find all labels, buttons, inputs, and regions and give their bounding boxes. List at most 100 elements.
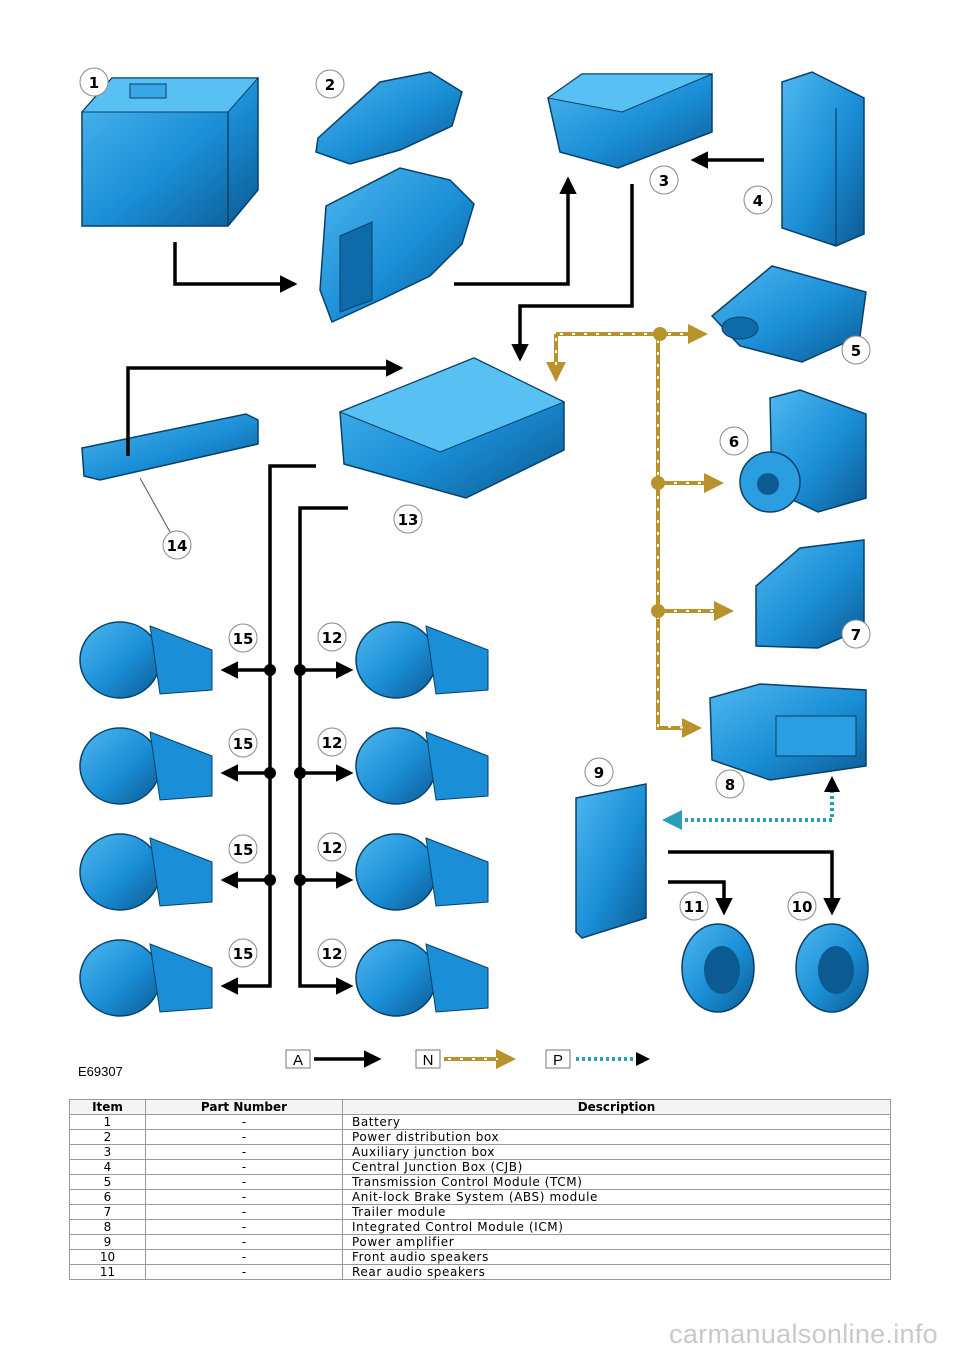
parking-aid-module-component bbox=[338, 357, 566, 499]
cell-description: Integrated Control Module (ICM) bbox=[342, 1219, 891, 1235]
callout-4: 4 bbox=[743, 185, 773, 215]
integrated-control-module-component bbox=[709, 683, 867, 781]
cell-part-number: - bbox=[145, 1114, 343, 1130]
callout-12a: 12 bbox=[317, 622, 347, 652]
cell-description: Auxiliary junction box bbox=[342, 1144, 891, 1160]
circuit-lines-n bbox=[546, 324, 734, 738]
svg-text:15: 15 bbox=[233, 841, 254, 859]
table-row: 9-Power amplifier bbox=[69, 1234, 891, 1250]
cell-part-number: - bbox=[145, 1204, 343, 1220]
svg-text:11: 11 bbox=[684, 898, 705, 916]
table-header-row: Item Part Number Description bbox=[69, 1099, 891, 1115]
cell-item: 2 bbox=[69, 1129, 146, 1145]
central-junction-box-component bbox=[781, 71, 865, 247]
cell-description: Transmission Control Module (TCM) bbox=[342, 1174, 891, 1190]
circuit-lines-a bbox=[126, 151, 841, 995]
svg-text:12: 12 bbox=[322, 734, 343, 752]
cell-item: 5 bbox=[69, 1174, 146, 1190]
header-description: Description bbox=[342, 1099, 891, 1115]
cell-description: Anit-lock Brake System (ABS) module bbox=[342, 1189, 891, 1205]
cell-item: 10 bbox=[69, 1249, 146, 1265]
leader-line-14 bbox=[139, 477, 171, 533]
cell-part-number: - bbox=[145, 1219, 343, 1235]
power-amplifier-component bbox=[575, 783, 647, 939]
callout-15d: 15 bbox=[228, 938, 258, 968]
legend-a: A bbox=[285, 1049, 382, 1069]
cell-description: Rear audio speakers bbox=[342, 1264, 891, 1280]
table-row: 1-Battery bbox=[69, 1114, 891, 1130]
callout-15c: 15 bbox=[228, 834, 258, 864]
cell-item: 7 bbox=[69, 1204, 146, 1220]
svg-text:8: 8 bbox=[725, 776, 735, 794]
watermark[interactable]: carmanualsonline.info bbox=[669, 1319, 938, 1349]
callout-11: 11 bbox=[679, 891, 709, 921]
svg-text:12: 12 bbox=[322, 839, 343, 857]
cell-item: 1 bbox=[69, 1114, 146, 1130]
cell-item: 4 bbox=[69, 1159, 146, 1175]
svg-text:1: 1 bbox=[89, 74, 99, 92]
callout-12c: 12 bbox=[317, 832, 347, 862]
header-item: Item bbox=[69, 1099, 146, 1115]
callout-8: 8 bbox=[715, 769, 745, 799]
abs-module-component bbox=[739, 389, 867, 513]
svg-text:N: N bbox=[423, 1052, 434, 1069]
callout-3: 3 bbox=[649, 165, 679, 195]
legend-p: P bbox=[545, 1049, 650, 1069]
svg-text:6: 6 bbox=[729, 433, 739, 451]
battery-component bbox=[80, 77, 260, 227]
table-row: 11-Rear audio speakers bbox=[69, 1264, 891, 1280]
rear-audio-speaker-component bbox=[681, 923, 755, 1013]
cell-part-number: - bbox=[145, 1234, 343, 1250]
cell-item: 9 bbox=[69, 1234, 146, 1250]
cell-item: 8 bbox=[69, 1219, 146, 1235]
cell-description: Power amplifier bbox=[342, 1234, 891, 1250]
svg-text:3: 3 bbox=[659, 172, 669, 190]
transmission-control-module-component bbox=[710, 265, 867, 363]
table-row: 7-Trailer module bbox=[69, 1204, 891, 1220]
table-row: 10-Front audio speakers bbox=[69, 1249, 891, 1265]
callout-10: 10 bbox=[787, 891, 817, 921]
cell-description: Trailer module bbox=[342, 1204, 891, 1220]
cell-item: 3 bbox=[69, 1144, 146, 1160]
table-row: 5-Transmission Control Module (TCM) bbox=[69, 1174, 891, 1190]
circuit-lines-n-dashes bbox=[555, 333, 716, 729]
power-distribution-box-component bbox=[315, 71, 475, 324]
parking-aid-sounder-component bbox=[81, 413, 259, 481]
svg-text:15: 15 bbox=[233, 945, 254, 963]
svg-text:P: P bbox=[553, 1052, 563, 1069]
legend-n: N bbox=[415, 1049, 516, 1069]
svg-text:14: 14 bbox=[167, 537, 188, 555]
junction-dots bbox=[264, 664, 306, 886]
svg-text:13: 13 bbox=[398, 511, 419, 529]
svg-text:9: 9 bbox=[594, 764, 604, 782]
svg-text:12: 12 bbox=[322, 945, 343, 963]
callout-2: 2 bbox=[315, 69, 345, 99]
parts-table: Item Part Number Description 1-Battery 2… bbox=[69, 1099, 891, 1280]
header-part-number: Part Number bbox=[145, 1099, 343, 1115]
auxiliary-junction-box-component bbox=[546, 73, 713, 169]
callout-14: 14 bbox=[162, 530, 192, 560]
callout-7: 7 bbox=[841, 619, 871, 649]
callout-15b: 15 bbox=[228, 728, 258, 758]
callout-12d: 12 bbox=[317, 938, 347, 968]
callout-5: 5 bbox=[841, 335, 871, 365]
callouts: 1 2 3 4 5 6 7 8 9 10 11 12 12 12 12 13 1… bbox=[79, 67, 871, 968]
cell-part-number: - bbox=[145, 1159, 343, 1175]
cell-description: Battery bbox=[342, 1114, 891, 1130]
svg-text:10: 10 bbox=[792, 898, 813, 916]
callout-13: 13 bbox=[393, 504, 423, 534]
cell-part-number: - bbox=[145, 1189, 343, 1205]
cell-item: 11 bbox=[69, 1264, 146, 1280]
circuit-lines-p bbox=[662, 790, 834, 830]
cell-part-number: - bbox=[145, 1144, 343, 1160]
figure-reference: E69307 bbox=[78, 1064, 123, 1079]
table-row: 8-Integrated Control Module (ICM) bbox=[69, 1219, 891, 1235]
svg-text:7: 7 bbox=[851, 626, 861, 644]
table-row: 6-Anit-lock Brake System (ABS) module bbox=[69, 1189, 891, 1205]
cell-description: Power distribution box bbox=[342, 1129, 891, 1145]
table-row: 2-Power distribution box bbox=[69, 1129, 891, 1145]
svg-text:15: 15 bbox=[233, 630, 254, 648]
callout-6: 6 bbox=[719, 426, 749, 456]
cell-item: 6 bbox=[69, 1189, 146, 1205]
svg-text:15: 15 bbox=[233, 735, 254, 753]
